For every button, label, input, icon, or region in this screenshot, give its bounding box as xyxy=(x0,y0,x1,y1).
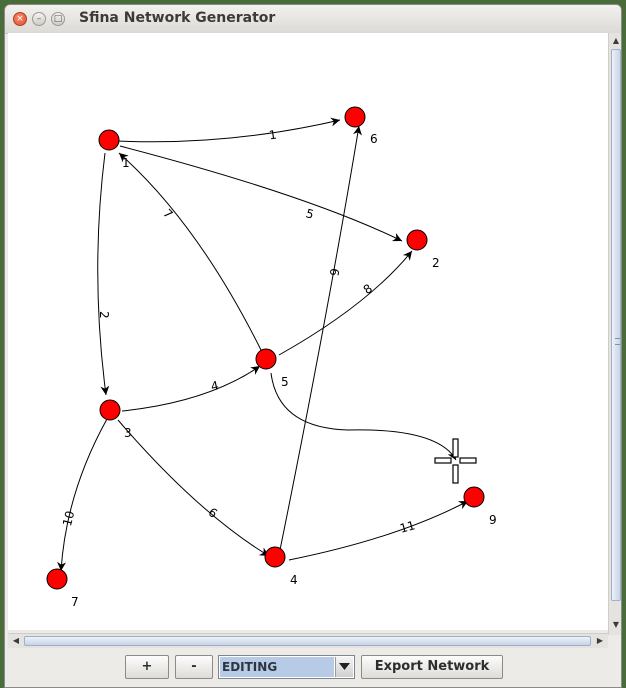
minimize-window-button[interactable]: – xyxy=(32,12,46,26)
dropdown-arrow-icon[interactable] xyxy=(335,657,353,677)
edge-label-9: 9 xyxy=(327,267,342,277)
edge-4[interactable] xyxy=(121,365,261,412)
node-9[interactable] xyxy=(463,486,485,508)
node-6[interactable] xyxy=(344,106,366,128)
edge-2[interactable] xyxy=(97,152,110,396)
grip-icon xyxy=(615,338,620,345)
edge-7[interactable] xyxy=(118,152,263,353)
node-label-7: 7 xyxy=(71,595,79,609)
close-window-button[interactable]: × xyxy=(13,12,27,26)
edge-label-8: 8 xyxy=(361,281,375,297)
title-bar: × – □ Sfina Network Generator xyxy=(5,5,621,34)
edge-6[interactable] xyxy=(117,419,270,557)
mode-select[interactable]: EDITING xyxy=(218,655,355,679)
edge-label-7: 7 xyxy=(160,206,175,221)
horizontal-scrollbar[interactable]: ◀ ▶ xyxy=(8,633,608,648)
vertical-scroll-thumb[interactable] xyxy=(611,49,621,601)
edge-11[interactable] xyxy=(288,500,469,561)
node-label-3: 3 xyxy=(124,426,132,440)
node-5[interactable] xyxy=(255,348,277,370)
node-2[interactable] xyxy=(406,229,428,251)
node-7[interactable] xyxy=(46,568,68,590)
zoom-in-button[interactable]: + xyxy=(125,655,169,679)
network-graph[interactable]: 1 2 5 7 4 8 9 6 10 11 xyxy=(8,33,608,630)
edge-10[interactable] xyxy=(57,418,108,572)
node-label-1: 1 xyxy=(122,156,130,170)
maximize-window-button[interactable]: □ xyxy=(51,12,65,26)
window-title: Sfina Network Generator xyxy=(79,10,276,26)
edge-label-6: 6 xyxy=(206,505,220,521)
horizontal-scroll-thumb[interactable] xyxy=(24,636,591,646)
edge-label-1: 1 xyxy=(268,128,278,143)
export-network-button[interactable]: Export Network xyxy=(361,655,503,679)
edge-label-5: 5 xyxy=(304,206,315,222)
app-window: × – □ Sfina Network Generator xyxy=(4,4,622,688)
scroll-up-icon[interactable]: ▲ xyxy=(612,36,620,45)
mode-select-value: EDITING xyxy=(220,657,334,677)
edge-label-10: 10 xyxy=(60,509,77,527)
bottom-toolbar: + - EDITING Export Network xyxy=(5,649,621,687)
node-1[interactable] xyxy=(98,129,120,151)
edge-5-to-cursor[interactable] xyxy=(270,372,457,461)
edge-9[interactable] xyxy=(279,125,362,551)
edge-8[interactable] xyxy=(278,250,413,356)
scroll-down-icon[interactable]: ▼ xyxy=(612,620,620,629)
edge-1[interactable] xyxy=(117,117,341,143)
vertical-scrollbar[interactable]: ▲ ▼ xyxy=(608,33,621,635)
move-cursor-icon xyxy=(434,438,477,484)
edge-5[interactable] xyxy=(119,145,403,242)
edge-label-11: 11 xyxy=(398,518,416,535)
graph-canvas[interactable]: 1 2 5 7 4 8 9 6 10 11 xyxy=(8,33,608,630)
node-label-9: 9 xyxy=(489,513,497,527)
node-3[interactable] xyxy=(99,399,121,421)
node-label-2: 2 xyxy=(432,256,440,270)
zoom-out-button[interactable]: - xyxy=(175,655,213,679)
node-label-4: 4 xyxy=(290,573,298,587)
scroll-right-icon[interactable]: ▶ xyxy=(596,636,604,645)
node-label-6: 6 xyxy=(370,132,378,146)
node-label-5: 5 xyxy=(281,375,289,389)
node-4[interactable] xyxy=(264,546,286,568)
edge-label-4: 4 xyxy=(210,378,220,393)
scroll-left-icon[interactable]: ◀ xyxy=(12,636,20,645)
edge-label-2: 2 xyxy=(97,311,111,319)
